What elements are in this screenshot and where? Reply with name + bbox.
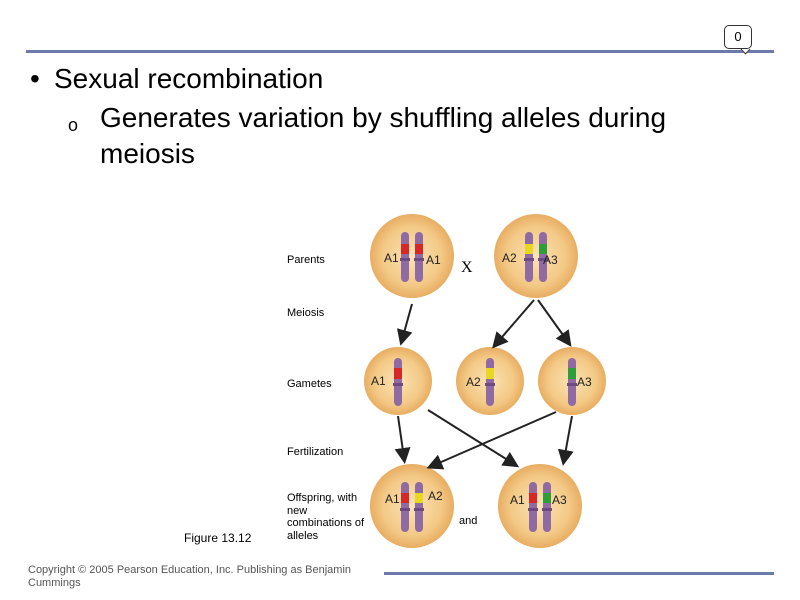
- sub-bullet-marker: o: [68, 115, 79, 135]
- arrow-g1-to-o2: [427, 409, 520, 468]
- label-meiosis: Meiosis: [287, 307, 325, 319]
- label-fertilization: Fertilization: [287, 446, 343, 458]
- allele-label-o2-right: A3: [552, 493, 567, 507]
- bottom-rule: [384, 572, 774, 575]
- chromosome-o1-right: [414, 482, 424, 532]
- chromosome-o2-right: [542, 482, 552, 532]
- bullet-main-text: Sexual recombination: [54, 63, 324, 94]
- allele-label-o1-right: A2: [428, 489, 443, 503]
- chromosome-g1: [393, 358, 403, 406]
- allele-label-p1-right: A1: [426, 253, 441, 267]
- chromosome-o1-left: [400, 482, 410, 532]
- and-label: and: [459, 515, 477, 527]
- copyright-text: Copyright © 2005 Pearson Education, Inc.…: [28, 564, 352, 589]
- chromosome-p1-left: [400, 232, 410, 282]
- label-parents: Parents: [287, 254, 325, 266]
- allele-label-g2: A2: [466, 375, 481, 389]
- arrow-p2-to-g3: [537, 299, 572, 347]
- allele-label-p1-left: A1: [384, 251, 399, 265]
- offspring-cell-1: [370, 464, 454, 548]
- figure-caption: Figure 13.12: [184, 531, 252, 545]
- chromosome-o2-left: [528, 482, 538, 532]
- chromosome-p2-right: [538, 232, 548, 282]
- allele-label-g3: A3: [577, 375, 592, 389]
- bullet-sub-text: Generates variation by shuffling alleles…: [100, 102, 667, 169]
- slide-number: 0: [724, 25, 752, 49]
- parent-cell-2: [494, 214, 578, 298]
- bullet-main: • Sexual recombination: [30, 62, 323, 96]
- allele-label-p2-right: A3: [543, 253, 558, 267]
- chromosome-p2-left: [524, 232, 534, 282]
- allele-label-o2-left: A1: [510, 493, 525, 507]
- chromosome-p1-right: [414, 232, 424, 282]
- label-gametes: Gametes: [287, 378, 332, 390]
- arrow-p2-to-g2: [492, 299, 535, 349]
- arrow-g3-to-o2: [557, 415, 574, 466]
- arrow-g1-to-o1: [394, 415, 411, 464]
- bullet-dot-icon: •: [30, 63, 40, 94]
- arrow-g3-to-o1: [426, 411, 557, 470]
- chromosome-g2: [485, 358, 495, 406]
- allele-label-g1: A1: [371, 374, 386, 388]
- label-offspring: Offspring, with new combinations of alle…: [287, 492, 365, 542]
- allele-label-o1-left: A1: [385, 492, 400, 506]
- arrow-p1-to-g1: [396, 303, 413, 346]
- cross-symbol: X: [461, 259, 473, 276]
- chromosome-g3: [567, 358, 577, 406]
- top-rule: [26, 50, 774, 53]
- offspring-cell-2: [498, 464, 582, 548]
- parent-cell-1: [370, 214, 454, 298]
- allele-label-p2-left: A2: [502, 251, 517, 265]
